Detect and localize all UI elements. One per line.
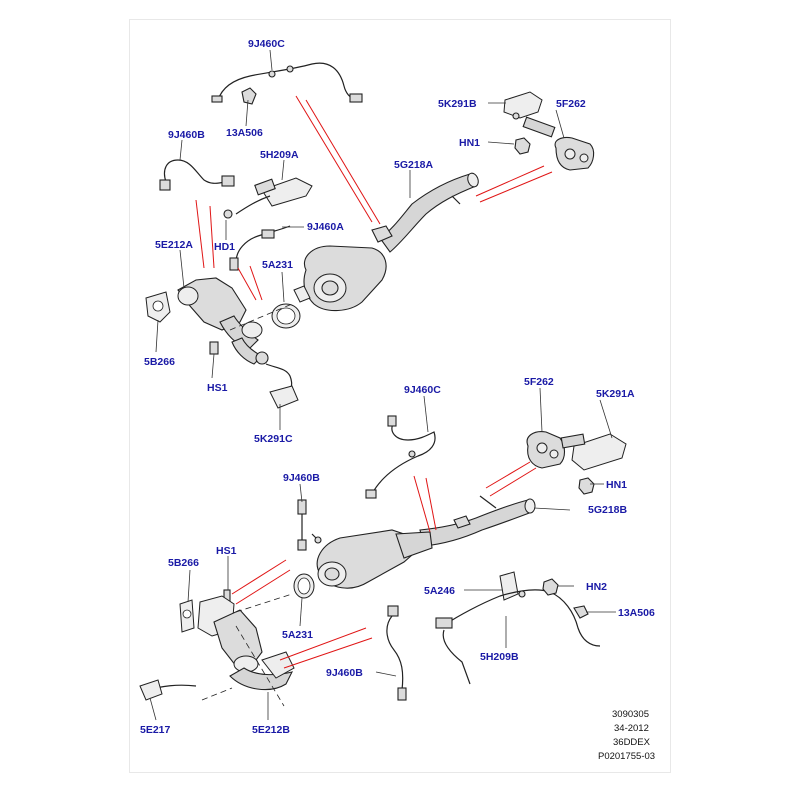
bracket-5k291c <box>265 363 299 409</box>
filter-dpf-bot <box>316 529 433 589</box>
callout-5f262-top: 5F262 <box>556 98 586 110</box>
nut-hn2 <box>542 578 559 596</box>
callout-hd1: HD1 <box>214 241 235 253</box>
callout-5b266-top: 5B266 <box>144 356 175 368</box>
centerlines-bot <box>201 593 293 707</box>
reference-line-4: P0201755-03 <box>598 751 655 762</box>
callout-labels: 9J460C 13A506 5K291B 5F262 HN1 9J460B 5H… <box>140 38 655 736</box>
converter-5e212b <box>197 595 295 691</box>
bracket-5k291a <box>560 433 627 471</box>
gasket-5b266-top <box>145 291 171 323</box>
callout-5e212a: 5E212A <box>155 239 193 251</box>
sensor-9j460b-top <box>159 159 235 191</box>
sensor-9j460b-mid <box>297 499 322 551</box>
harness-5h209b <box>435 571 601 685</box>
callout-hn2: HN2 <box>586 581 607 593</box>
callout-5b266-bot: 5B266 <box>168 557 199 569</box>
callout-9j460b-mid: 9J460B <box>283 472 320 484</box>
callout-hn1-top: HN1 <box>459 137 480 149</box>
callout-9j460c-top: 9J460C <box>248 38 285 50</box>
clip-13a506-bot <box>573 605 589 619</box>
reference-block: 3090305 34-2012 36DDEX P0201755-03 <box>598 709 655 762</box>
sensor-9j460b-bot <box>386 605 407 701</box>
callout-13a506-top: 13A506 <box>226 127 263 139</box>
stud-hs1-top <box>209 341 219 355</box>
callout-5f262-bot: 5F262 <box>524 376 554 388</box>
callout-5h209b: 5H209B <box>480 651 519 663</box>
sensor-9j460c-top <box>211 62 363 103</box>
callout-hs1-bot: HS1 <box>216 545 237 557</box>
sensor-9j460c-bot <box>365 415 436 499</box>
red-lines-bot <box>231 461 537 669</box>
filter-dpf-top <box>293 245 387 312</box>
pipe-5g218b <box>419 495 536 547</box>
gasket-5b266-bot <box>179 599 195 633</box>
mount-5f262-top <box>554 136 595 171</box>
leader-lines <box>149 49 616 721</box>
clamp-5a231-top <box>271 303 301 329</box>
callout-5g218b: 5G218B <box>588 504 628 516</box>
callout-5h209a: 5H209A <box>260 149 299 161</box>
clamp-5a231-bot <box>293 573 315 599</box>
callout-5k291a: 5K291A <box>596 388 635 400</box>
reference-line-1: 3090305 <box>612 709 649 720</box>
harness-5h209a <box>223 177 313 219</box>
callout-5k291b: 5K291B <box>438 98 477 110</box>
callout-5e212b: 5E212B <box>252 724 290 736</box>
clip-13a506-top <box>241 87 257 105</box>
callout-9j460b-bot: 9J460B <box>326 667 363 679</box>
callout-hs1-top: HS1 <box>207 382 228 394</box>
callout-5a246: 5A246 <box>424 585 455 597</box>
callout-9j460b-top: 9J460B <box>168 129 205 141</box>
centerline-top <box>229 303 293 331</box>
callout-9j460c-bot: 9J460C <box>404 384 441 396</box>
bracket-5k291b <box>503 91 556 138</box>
reference-line-2: 34-2012 <box>614 723 649 734</box>
callout-5a231-bot: 5A231 <box>282 629 313 641</box>
callout-5g218a: 5G218A <box>394 159 434 171</box>
nut-hn1-bot <box>578 477 595 495</box>
mount-5f262-bot <box>526 431 566 469</box>
callout-5a231-top: 5A231 <box>262 259 293 271</box>
pipe-5g218a <box>371 172 479 253</box>
callout-13a506-bot: 13A506 <box>618 607 655 619</box>
sensor-9j460a <box>229 225 291 271</box>
callout-9j460a: 9J460A <box>307 221 344 233</box>
red-lines-top <box>195 95 553 301</box>
nut-hn1-top <box>514 137 531 155</box>
converter-5e212a <box>177 277 269 365</box>
callout-hn1-bot: HN1 <box>606 479 627 491</box>
callout-5e217: 5E217 <box>140 724 171 736</box>
reference-line-3: 36DDEX <box>613 737 651 748</box>
bracket-5e217 <box>139 679 197 701</box>
callout-5k291c: 5K291C <box>254 433 293 445</box>
